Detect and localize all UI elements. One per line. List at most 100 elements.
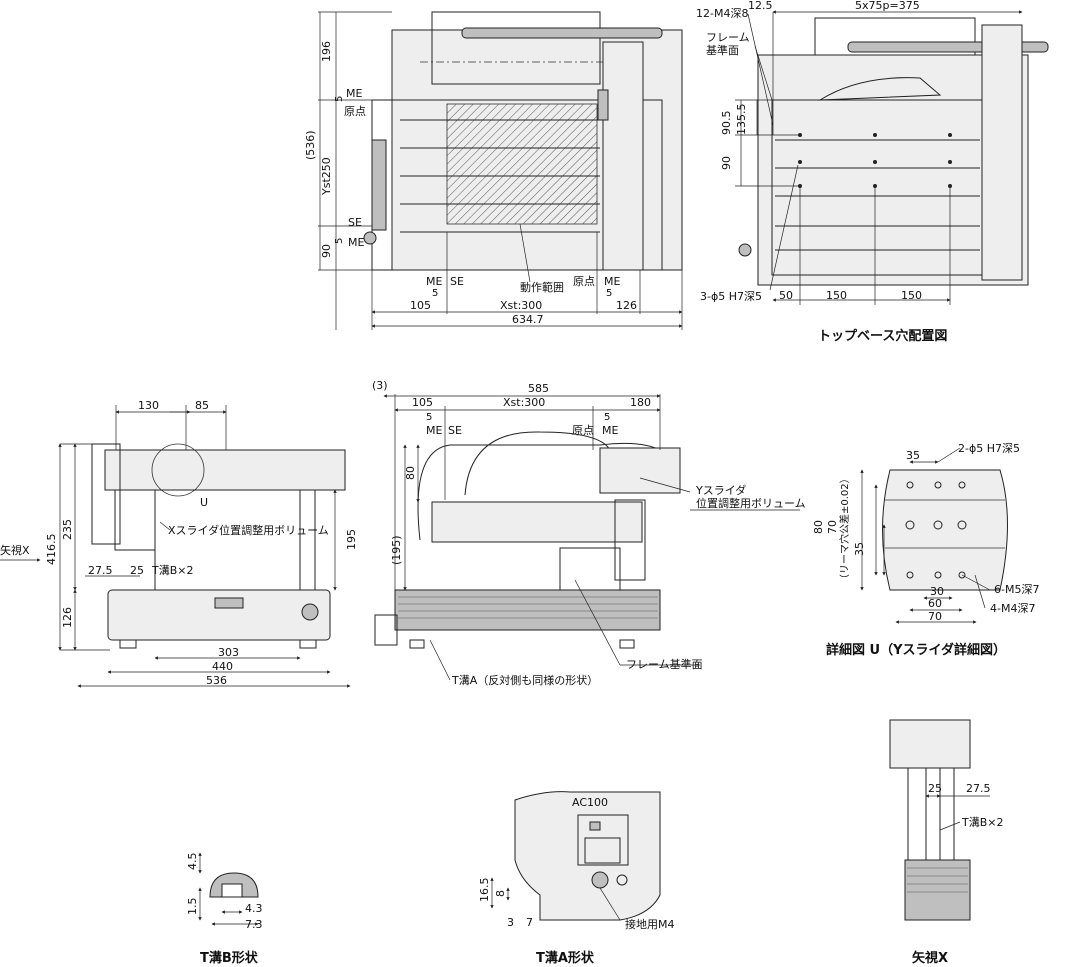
dim-60-detail: 60 [928, 597, 942, 610]
label-frame-base: 基準面 [706, 43, 739, 57]
dim-150-b: 150 [901, 289, 922, 302]
label-me-b: ME [348, 236, 364, 249]
dim-5b-side: 5 [604, 412, 610, 423]
dim-105: 105 [410, 299, 431, 312]
label-me-b-side: ME [602, 424, 618, 437]
dim-27-5: 27.5 [88, 564, 113, 577]
label-frame-base-side: フレーム基準面 [626, 657, 703, 671]
dim-4-3: 4.3 [245, 902, 263, 915]
label-ground-m4: 接地用M4 [625, 918, 675, 931]
detail-u-view: 35 2-ϕ5 H7深5 80 70 （リーマ穴公差±0.02） 35 30 6… [812, 442, 1039, 658]
dim-1-5: 1.5 [186, 898, 199, 916]
dim-70b-detail: 70 [928, 610, 942, 623]
label-x-slider-adjust: Xスライダ位置調整用ボリューム [168, 523, 329, 537]
dim-3: (3) [372, 379, 388, 392]
dim-536: (536) [304, 130, 317, 160]
label-frame: フレーム [706, 31, 750, 44]
caption-base-layout: トップベース穴配置図 [818, 328, 947, 344]
label-m4-depth-detail: 4-M4深7 [990, 602, 1035, 615]
dim-536: 536 [206, 674, 227, 687]
dim-4-5: 4.5 [186, 853, 199, 871]
hole-markers [798, 133, 952, 188]
dim-yst: Yst250 [320, 157, 333, 196]
dim-80-detail: 80 [812, 520, 825, 534]
dim-35-vert: 35 [853, 542, 866, 556]
dim-30-detail: 30 [930, 585, 944, 598]
dim-5a-side: 5 [426, 412, 432, 423]
dim-126-front: 126 [61, 607, 74, 628]
dim-85: 85 [195, 399, 209, 412]
dim-5: 5 [334, 96, 345, 102]
dim-90: 90 [320, 244, 333, 258]
front-view: 130 85 U Xスライダ位置調整用ボリューム 235 416.5 27.5 … [0, 399, 358, 688]
dim-3-a: 3 [507, 916, 514, 929]
label-hole-h7: 3-ϕ5 H7深5 [700, 290, 762, 303]
dim-5c: 5 [432, 288, 438, 299]
label-me-d: ME [604, 275, 620, 288]
label-m4-depth: 12-M4深8 [696, 7, 748, 20]
dim-585: 585 [528, 382, 549, 395]
dim-90-base: 90 [720, 156, 733, 170]
side-view: (3) 585 105 Xst:300 180 5 ME SE 5 原点 ME … [372, 379, 806, 687]
dim-416-5: 416.5 [45, 534, 58, 566]
dim-7-3: 7.3 [245, 918, 263, 931]
label-reamer-tol: （リーマ穴公差±0.02） [838, 473, 851, 584]
motion-range-hatch [446, 103, 598, 225]
dim-150-a: 150 [826, 289, 847, 302]
dim-16-5: 16.5 [478, 878, 491, 903]
dim-7-a: 7 [526, 916, 533, 929]
dim-303: 303 [218, 646, 239, 659]
dim-70-detail: 70 [826, 520, 839, 534]
dim-35-detail: 35 [906, 449, 920, 462]
tslot-b-view: 4.5 1.5 4.3 7.3 T溝B形状 [186, 852, 263, 966]
top-view: 196 5 ME 原点 (536) Yst250 SE 5 ME 90 ME 5… [304, 11, 683, 330]
label-tslot-a-note: T溝A（反対側も同様の形状） [451, 673, 598, 687]
label-origin-c: 原点 [573, 275, 595, 288]
label-m5-depth: 6-M5深7 [994, 583, 1039, 596]
dim-5b: 5 [334, 238, 345, 244]
dim-27-5-x: 27.5 [966, 782, 991, 795]
label-origin: 原点 [344, 105, 366, 118]
dim-195-side: (195) [390, 535, 403, 565]
dim-235: 235 [61, 519, 74, 540]
dim-5d: 5 [606, 288, 612, 299]
caption-tslot-a: T溝A形状 [536, 950, 595, 966]
dim-105-side: 105 [412, 396, 433, 409]
dim-126: 126 [616, 299, 637, 312]
label-se-side: SE [448, 424, 462, 437]
label-y-slider: Yスライダ [695, 483, 746, 497]
caption-tslot-b: T溝B形状 [200, 950, 259, 966]
dim-135-5: 135.5 [735, 104, 748, 136]
label-u: U [200, 496, 208, 509]
dim-195: 195 [345, 529, 358, 550]
caption-detail-u: 詳細図 U（Yスライダ詳細図） [826, 642, 1006, 658]
dim-25-x: 25 [928, 782, 942, 795]
dim-80: 80 [404, 466, 417, 480]
label-y-slider-adjust: 位置調整用ボリューム [696, 496, 806, 510]
dim-196: 196 [320, 41, 333, 62]
view-x: 25 27.5 T溝B×2 矢視X [889, 719, 1003, 966]
label-me: ME [346, 87, 362, 100]
dim-xst: Xst:300 [500, 299, 542, 312]
detail-holes [905, 481, 967, 579]
label-tslot-b-x: T溝B×2 [961, 816, 1003, 829]
caption-view-x: 矢視X [912, 950, 948, 966]
base-hole-view: 12-M4深8 12.5 5x75p=375 フレーム 基準面 90.5 135… [696, 0, 1049, 344]
label-se: SE [348, 216, 362, 229]
label-tslot-b: T溝B×2 [151, 564, 193, 577]
dim-12-5: 12.5 [748, 0, 773, 12]
label-view-x-arrow: 矢視X [0, 543, 30, 557]
dim-180: 180 [630, 396, 651, 409]
dim-130: 130 [138, 399, 159, 412]
label-2-hole-h7: 2-ϕ5 H7深5 [958, 442, 1020, 455]
tslot-a-view: AC100 16.5 8 3 7 接地用M4 T溝A形状 [478, 791, 675, 966]
dim-90-5: 90.5 [720, 111, 733, 136]
dim-8: 8 [494, 890, 507, 897]
label-me-side: ME [426, 424, 442, 437]
dim-25: 25 [130, 564, 144, 577]
label-se-c: SE [450, 275, 464, 288]
dim-xst-side: Xst:300 [503, 396, 545, 409]
dim-440: 440 [212, 660, 233, 673]
dim-pitch: 5x75p=375 [855, 0, 920, 12]
